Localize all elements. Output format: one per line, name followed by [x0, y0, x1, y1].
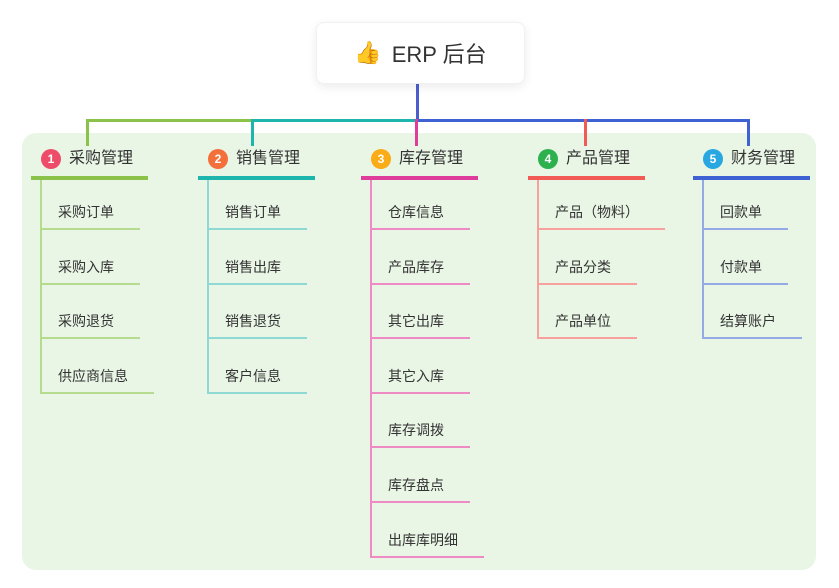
child-node-label: 其它入库	[372, 367, 470, 394]
branch-children: 采购订单 采购入库 采购退货 供应商信息	[40, 180, 154, 394]
child-node[interactable]: 付款单	[704, 230, 810, 285]
root-node-label: ERP 后台	[391, 42, 487, 67]
child-node-label: 库存盘点	[372, 476, 470, 503]
branch-drop-4	[584, 119, 587, 146]
branch-header[interactable]: 1 采购管理	[31, 148, 148, 180]
child-node[interactable]: 库存调拨	[372, 394, 484, 449]
branch-node-3: 3 库存管理 仓库信息 产品库存 其它出库 其它入库 库存调拨 库存盘点 出库库…	[361, 148, 484, 558]
child-node[interactable]: 结算账户	[704, 285, 810, 340]
branch-number-badge: 1	[41, 148, 61, 169]
child-node-label: 客户信息	[209, 367, 307, 394]
child-node-label: 销售订单	[209, 203, 307, 230]
child-node-label: 产品库存	[372, 258, 470, 285]
child-node[interactable]: 库存盘点	[372, 448, 484, 503]
branch-node-5: 5 财务管理 回款单 付款单 结算账户	[693, 148, 810, 340]
branch-header[interactable]: 4 产品管理	[528, 148, 645, 180]
child-node-label: 回款单	[704, 203, 788, 230]
branch-drop-3	[415, 119, 418, 146]
child-node[interactable]: 产品库存	[372, 230, 484, 285]
child-node[interactable]: 仓库信息	[372, 180, 484, 230]
branch-node-1: 1 采购管理 采购订单 采购入库 采购退货 供应商信息	[31, 148, 154, 394]
branch-children: 仓库信息 产品库存 其它出库 其它入库 库存调拨 库存盘点 出库库明细	[370, 180, 484, 558]
child-node[interactable]: 产品分类	[539, 230, 665, 285]
branch-node-4: 4 产品管理 产品（物料） 产品分类 产品单位	[528, 148, 665, 340]
bus-connector-middle	[253, 119, 417, 122]
child-node-label: 采购入库	[42, 258, 140, 285]
branch-drop-1	[86, 119, 89, 146]
child-node-label: 其它出库	[372, 312, 470, 340]
child-node-label: 采购订单	[42, 203, 140, 230]
branch-label: 库存管理	[399, 150, 464, 167]
branch-header[interactable]: 5 财务管理	[693, 148, 810, 180]
child-node[interactable]: 采购入库	[42, 230, 154, 285]
child-node-label: 结算账户	[704, 312, 802, 340]
child-node[interactable]: 其它出库	[372, 285, 484, 340]
child-node-label: 库存调拨	[372, 421, 470, 449]
child-node-label: 出库库明细	[372, 531, 484, 558]
branch-children: 销售订单 销售出库 销售退货 客户信息	[207, 180, 315, 394]
child-node[interactable]: 销售订单	[209, 180, 315, 230]
child-node-label: 产品单位	[539, 312, 637, 340]
branch-label: 销售管理	[236, 150, 301, 167]
branch-label: 采购管理	[69, 150, 134, 167]
child-node-label: 销售退货	[209, 312, 307, 340]
child-node[interactable]: 其它入库	[372, 339, 484, 394]
branch-number-badge: 5	[703, 148, 723, 169]
branch-drop-5	[747, 119, 750, 146]
branch-node-2: 2 销售管理 销售订单 销售出库 销售退货 客户信息	[198, 148, 315, 394]
child-node-label: 产品（物料）	[539, 203, 665, 230]
child-node[interactable]: 产品单位	[539, 285, 665, 340]
child-node[interactable]: 采购退货	[42, 285, 154, 340]
branch-children: 回款单 付款单 结算账户	[702, 180, 810, 340]
child-node[interactable]: 产品（物料）	[539, 180, 665, 230]
bus-connector-left	[86, 119, 253, 122]
child-node[interactable]: 出库库明细	[372, 503, 484, 558]
mindmap-panel	[22, 133, 816, 570]
child-node-label: 产品分类	[539, 258, 637, 285]
branch-header[interactable]: 2 销售管理	[198, 148, 315, 180]
branch-number-badge: 3	[371, 148, 391, 169]
child-node-label: 仓库信息	[372, 203, 470, 230]
child-node-label: 采购退货	[42, 312, 140, 340]
thumbs-up-icon: 👍	[354, 40, 382, 65]
child-node[interactable]: 销售出库	[209, 230, 315, 285]
child-node[interactable]: 客户信息	[209, 339, 315, 394]
child-node-label: 供应商信息	[42, 367, 154, 394]
child-node[interactable]: 销售退货	[209, 285, 315, 340]
root-node-erp[interactable]: 👍 ERP 后台	[316, 22, 525, 84]
child-node[interactable]: 供应商信息	[42, 339, 154, 394]
bus-connector-right	[417, 119, 750, 122]
child-node[interactable]: 采购订单	[42, 180, 154, 230]
root-stem-connector	[416, 82, 419, 121]
child-node-label: 付款单	[704, 258, 788, 285]
branch-label: 产品管理	[566, 150, 631, 167]
branch-drop-2	[251, 119, 254, 146]
child-node-label: 销售出库	[209, 258, 307, 285]
branch-label: 财务管理	[731, 150, 796, 167]
branch-children: 产品（物料） 产品分类 产品单位	[537, 180, 665, 340]
child-node[interactable]: 回款单	[704, 180, 810, 230]
branch-number-badge: 2	[208, 148, 228, 169]
branch-header[interactable]: 3 库存管理	[361, 148, 478, 180]
branch-number-badge: 4	[538, 148, 558, 169]
